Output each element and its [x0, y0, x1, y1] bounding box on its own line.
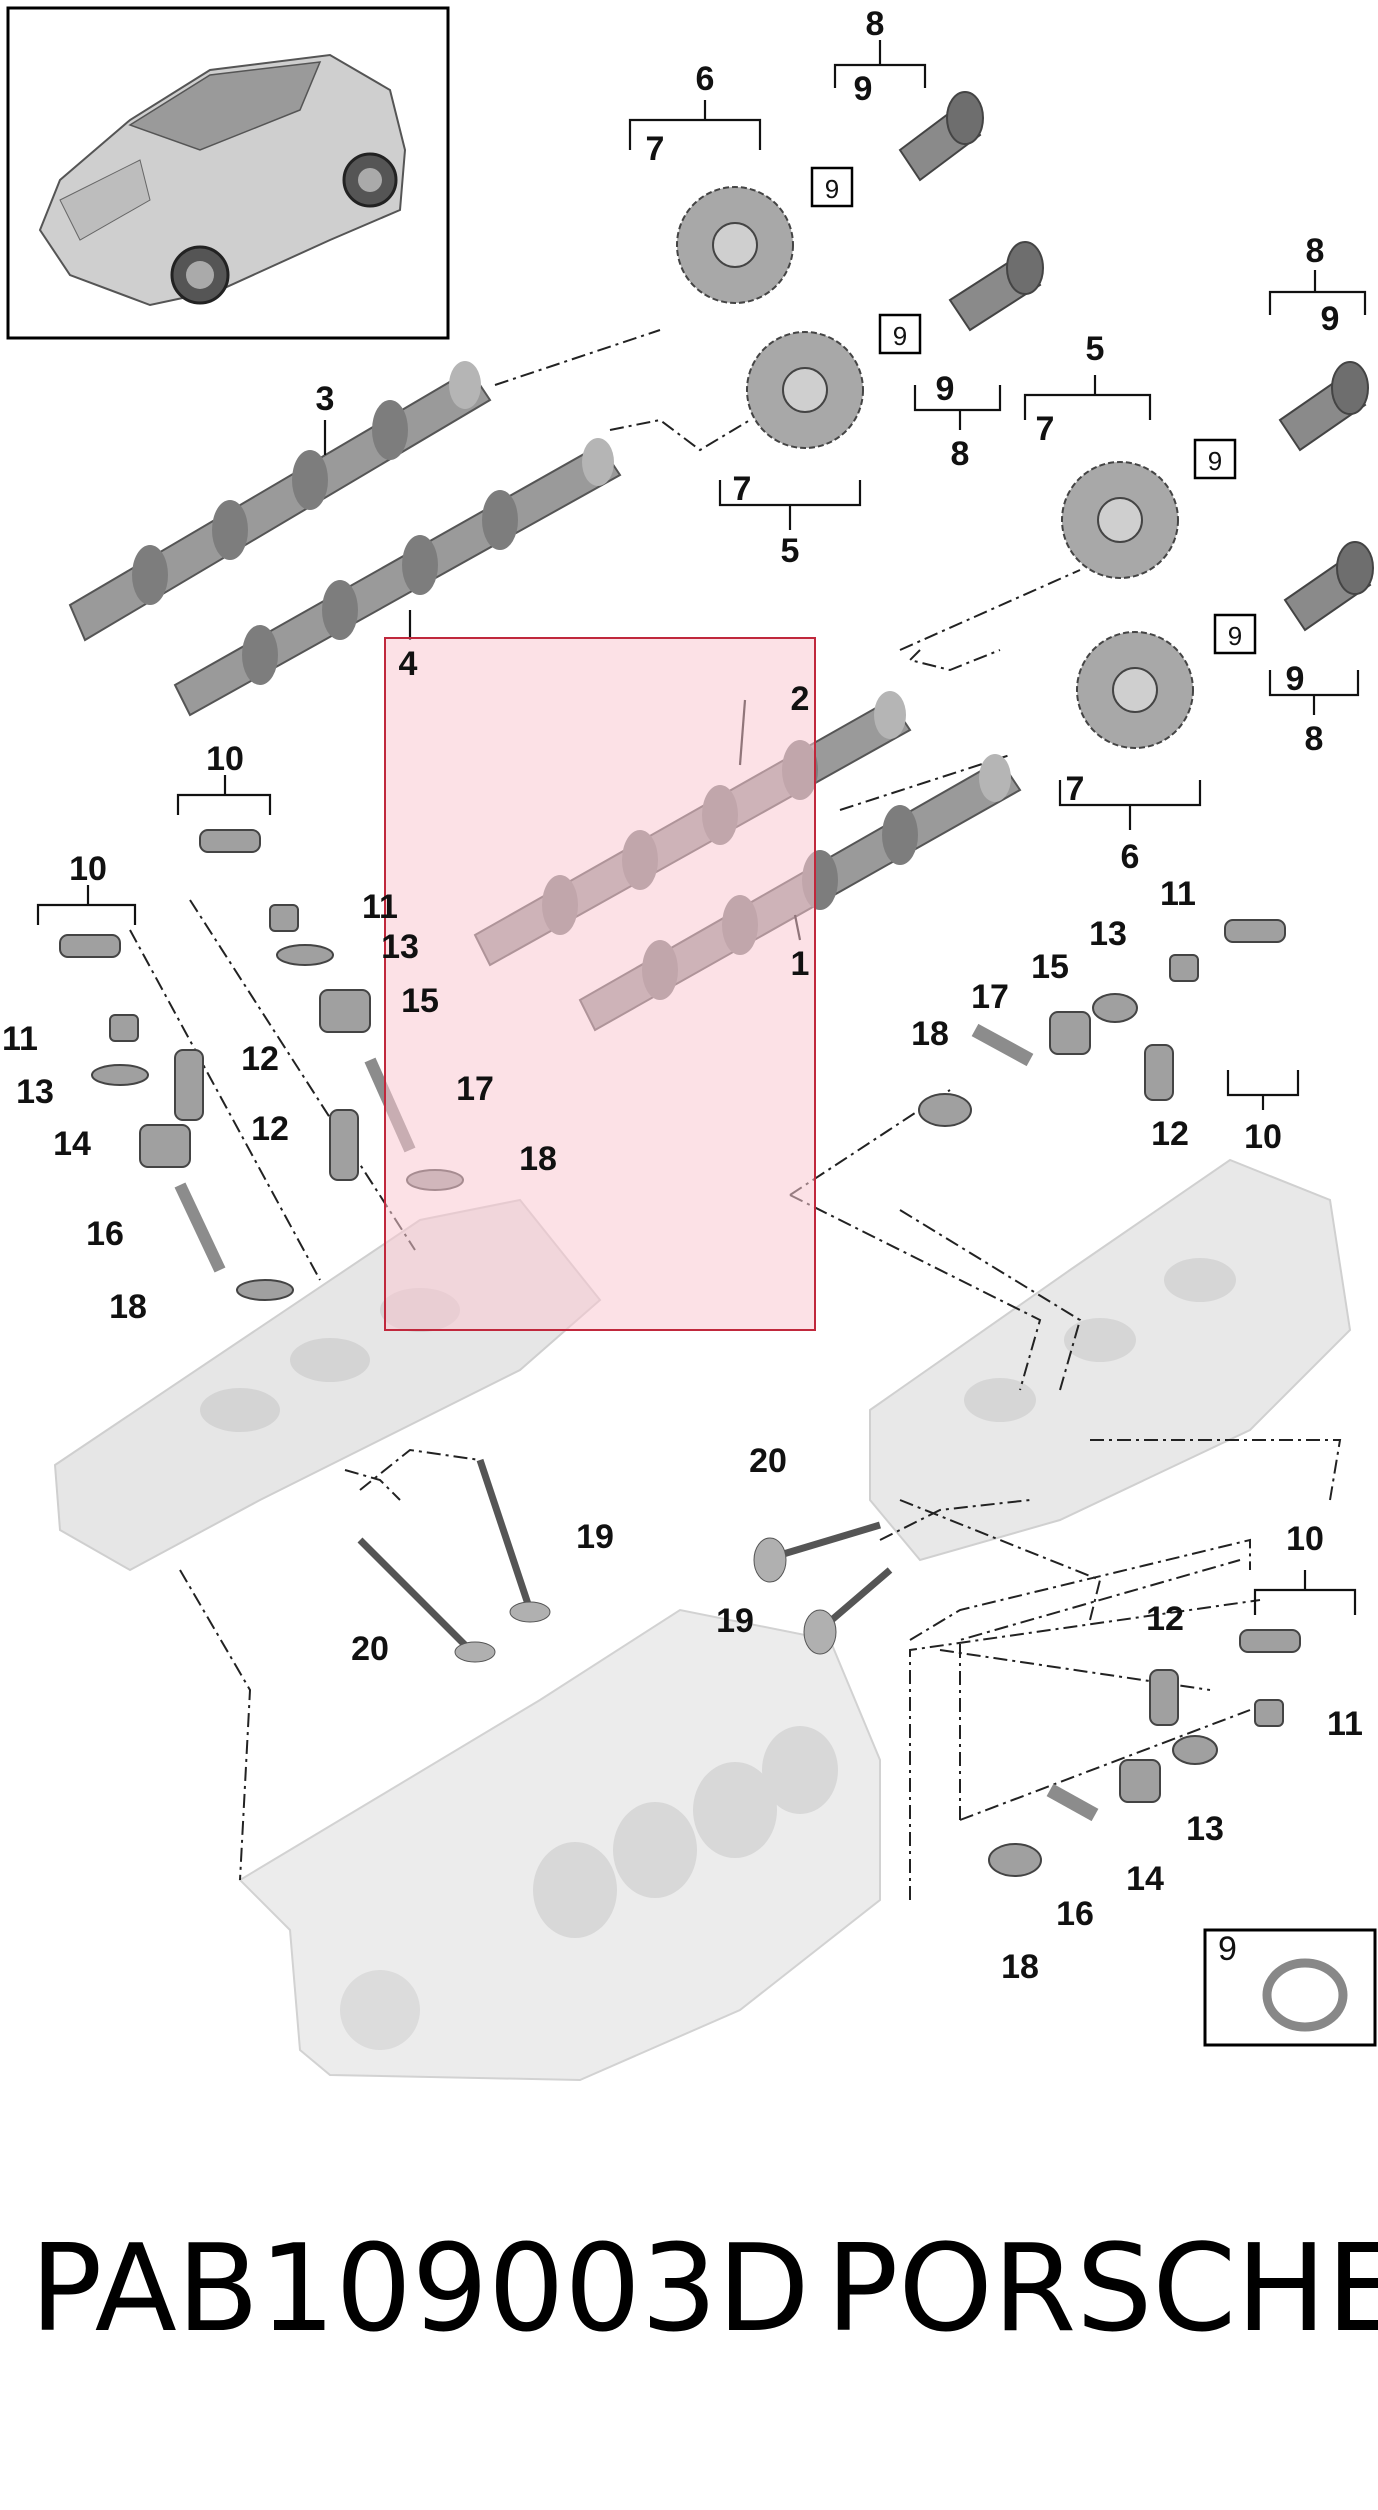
callout-9d: 9	[936, 370, 955, 408]
callout-11c: 11	[1160, 875, 1196, 913]
callout-11b: 11	[2, 1020, 38, 1058]
camshaft-4	[173, 438, 622, 717]
vehicle-thumbnail	[6, 6, 450, 340]
callout-9h: 9	[1286, 660, 1305, 698]
callout-5b: 5	[1086, 330, 1105, 368]
callout-11a: 11	[362, 888, 398, 926]
callout-9e: 9	[1321, 300, 1340, 338]
callout-9b-box: 9	[825, 174, 839, 204]
callout-7a: 7	[646, 130, 665, 168]
callout-2: 2	[791, 680, 810, 718]
callout-brackets	[36, 40, 1367, 1615]
callout-9a: 9	[854, 70, 873, 108]
callout-12a: 12	[241, 1040, 279, 1078]
callout-8b: 8	[951, 435, 970, 473]
brand-label: PORSCHE	[826, 2220, 1378, 2359]
highlight-region	[384, 637, 816, 1331]
callout-7d: 7	[1066, 770, 1085, 808]
callout-20a: 20	[749, 1442, 787, 1480]
callout-7c: 7	[1036, 410, 1055, 448]
callout-7b: 7	[733, 470, 752, 508]
engine-block	[238, 1608, 881, 2082]
callout-13d: 13	[1186, 1810, 1224, 1848]
valves	[357, 1458, 893, 1663]
callout-16a: 16	[86, 1215, 124, 1253]
callout-10a: 10	[206, 740, 244, 778]
callout-9f-box: 9	[1208, 446, 1222, 476]
callout-20b: 20	[351, 1630, 389, 1668]
callout-18b: 18	[109, 1288, 147, 1326]
callout-12d: 12	[1146, 1600, 1184, 1638]
callout-18c: 18	[911, 1015, 949, 1053]
seal-ring-inset: 9	[1203, 1928, 1377, 2047]
callout-3: 3	[316, 380, 335, 418]
callout-10d: 10	[1286, 1520, 1324, 1558]
callout-9g-box: 9	[1228, 621, 1242, 651]
callout-13b: 13	[16, 1073, 54, 1111]
callout-14b: 14	[1126, 1860, 1164, 1898]
callout-14a: 14	[53, 1125, 91, 1163]
assembly-lines	[129, 329, 1342, 1900]
callout-10b: 10	[69, 850, 107, 888]
callout-9c-box: 9	[893, 321, 907, 351]
callout-1: 1	[791, 945, 810, 983]
callout-6a: 6	[696, 60, 715, 98]
callout-11d: 11	[1327, 1705, 1363, 1743]
callout-12c: 12	[1151, 1115, 1189, 1153]
callout-19a: 19	[576, 1518, 614, 1556]
camshaft-3	[68, 361, 492, 642]
callout-10c: 10	[1244, 1118, 1282, 1156]
callout-16b: 16	[1056, 1895, 1094, 1933]
callout-15b: 15	[1031, 948, 1069, 986]
callout-8c: 8	[1306, 232, 1325, 270]
callout-18d: 18	[1001, 1948, 1039, 1986]
callout-8a: 8	[866, 5, 885, 43]
callout-17b: 17	[971, 978, 1009, 1016]
callout-17a: 17	[456, 1070, 494, 1108]
inset-label: 9	[1218, 1930, 1237, 1968]
callout-18a: 18	[519, 1140, 557, 1178]
callout-6b: 6	[1121, 838, 1140, 876]
callout-8d: 8	[1305, 720, 1324, 758]
part-code-label: PAB109003D	[30, 2220, 810, 2359]
callout-4: 4	[399, 645, 418, 683]
callout-15a: 15	[401, 982, 439, 1020]
callout-19b: 19	[716, 1602, 754, 1640]
callout-5a: 5	[781, 532, 800, 570]
callout-13c: 13	[1089, 915, 1127, 953]
callout-13a: 13	[381, 928, 419, 966]
cam-adjuster-sprocket	[676, 186, 1194, 749]
callout-labels: 2 1 3 4 6 7 8 9 9 9 9 8 7 5 5 7 8 9 9 9 …	[2, 5, 1363, 1986]
callout-12b: 12	[251, 1110, 289, 1148]
cylinder-head-right	[869, 1158, 1352, 1562]
camshaft-solenoid	[898, 91, 1374, 632]
